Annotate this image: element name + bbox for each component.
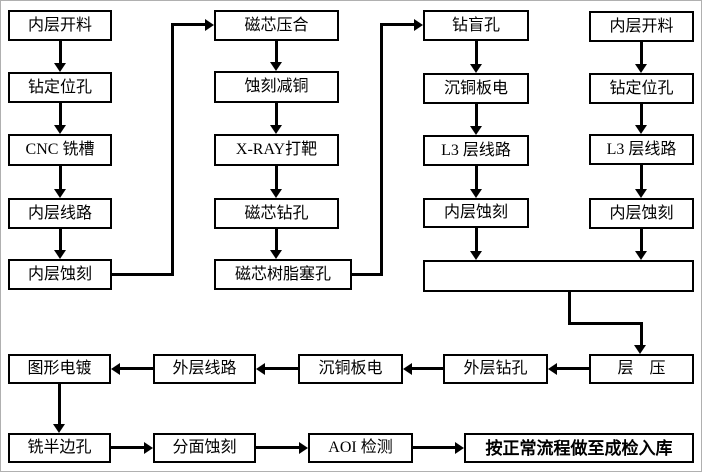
arrow-down-icon	[53, 424, 65, 433]
arrow-line	[640, 104, 643, 125]
flow-node-col2-step1: 磁芯压合	[214, 10, 339, 41]
arrow-left-icon	[111, 363, 120, 375]
flow-node-merge-box	[423, 260, 694, 292]
flow-node-col4-step3: L3 层线路	[589, 134, 694, 165]
connector-merge-lamination	[640, 322, 643, 345]
connector-col2-col3	[352, 273, 383, 276]
flow-node-col3-step4: 内层蚀刻	[423, 198, 529, 228]
flow-node-aoi-inspection: AOI 检测	[308, 433, 413, 463]
arrow-down-icon	[470, 189, 482, 198]
arrow-right-icon	[205, 19, 214, 31]
arrow-down-icon	[54, 63, 66, 72]
flow-node-col4-step4: 内层蚀刻	[589, 198, 694, 229]
arrow-line	[275, 229, 278, 250]
flow-node-col1-step2: 钻定位孔	[8, 72, 112, 103]
flow-node-col2-step3: X-RAY打靶	[214, 134, 339, 166]
arrow-right-icon	[144, 442, 153, 454]
arrow-line	[275, 166, 278, 189]
flow-node-col4-step1: 内层开料	[589, 11, 694, 42]
arrow-line	[265, 367, 298, 370]
arrow-line	[640, 165, 643, 189]
flow-node-col2-step4: 磁芯钻孔	[214, 198, 339, 229]
arrow-right-icon	[299, 442, 308, 454]
arrow-down-icon	[270, 62, 282, 71]
arrow-down-icon	[635, 64, 647, 73]
arrow-down-icon	[635, 251, 647, 260]
arrow-line	[275, 41, 278, 62]
flow-node-copper-plating: 沉铜板电	[298, 354, 403, 384]
arrow-line	[413, 446, 455, 449]
connector-col1-col2	[171, 23, 174, 276]
arrow-down-icon	[54, 250, 66, 259]
arrow-down-icon	[470, 126, 482, 135]
arrow-line	[475, 104, 478, 126]
flow-node-lamination: 层 压	[589, 354, 694, 384]
connector-col2-col3	[380, 23, 414, 26]
arrow-line	[256, 446, 299, 449]
flow-node-col3-step3: L3 层线路	[423, 135, 529, 166]
arrow-left-icon	[256, 363, 265, 375]
arrow-left-icon	[548, 363, 557, 375]
arrow-down-icon	[270, 250, 282, 259]
flow-node-final-inspection: 按正常流程做至成检入库	[464, 433, 694, 463]
arrow-down-icon	[470, 251, 482, 260]
arrow-line	[59, 41, 62, 63]
arrow-line	[557, 367, 589, 370]
flow-node-col1-step1: 内层开料	[8, 10, 112, 41]
arrow-line	[640, 42, 643, 64]
flow-node-col1-step3: CNC 铣槽	[8, 134, 112, 166]
flow-node-pattern-plating: 图形电镀	[8, 354, 111, 384]
connector-merge-lamination	[568, 322, 643, 325]
flow-node-col3-step2: 沉铜板电	[423, 73, 529, 104]
arrow-down-icon	[634, 345, 646, 354]
flow-node-col2-step5: 磁芯树脂塞孔	[214, 259, 352, 290]
arrow-down-icon	[270, 189, 282, 198]
arrow-down-icon	[54, 189, 66, 198]
flow-node-col2-step2: 蚀刻减铜	[214, 71, 339, 103]
connector-col2-col3	[380, 23, 383, 276]
flow-node-col3-step1: 钻盲孔	[423, 10, 529, 41]
arrow-line	[59, 229, 62, 250]
arrow-line	[640, 229, 643, 251]
arrow-down-icon	[54, 125, 66, 134]
arrow-line	[475, 41, 478, 64]
arrow-line	[412, 367, 443, 370]
arrow-down-icon	[635, 125, 647, 134]
arrow-line	[58, 384, 61, 424]
flow-node-col1-step5: 内层蚀刻	[8, 259, 112, 290]
arrow-right-icon	[414, 19, 423, 31]
connector-col1-col2	[111, 273, 174, 276]
arrow-line	[59, 166, 62, 189]
arrow-left-icon	[403, 363, 412, 375]
arrow-down-icon	[270, 125, 282, 134]
arrow-line	[475, 166, 478, 189]
flow-node-col1-step4: 内层线路	[8, 198, 112, 229]
arrow-line	[111, 446, 144, 449]
flow-node-outer-circuit: 外层线路	[153, 354, 256, 384]
connector-merge-lamination	[568, 292, 571, 325]
arrow-line	[275, 103, 278, 125]
arrow-down-icon	[635, 189, 647, 198]
flow-node-surface-etch: 分面蚀刻	[153, 433, 256, 463]
arrow-right-icon	[455, 442, 464, 454]
arrow-line	[59, 103, 62, 125]
arrow-down-icon	[470, 64, 482, 73]
connector-col1-col2	[171, 23, 205, 26]
arrow-line	[475, 228, 478, 251]
flow-node-col4-step2: 钻定位孔	[589, 73, 694, 104]
flow-node-mill-half-hole: 铣半边孔	[8, 433, 111, 463]
flow-node-outer-drilling: 外层钻孔	[443, 354, 548, 384]
arrow-line	[120, 367, 153, 370]
